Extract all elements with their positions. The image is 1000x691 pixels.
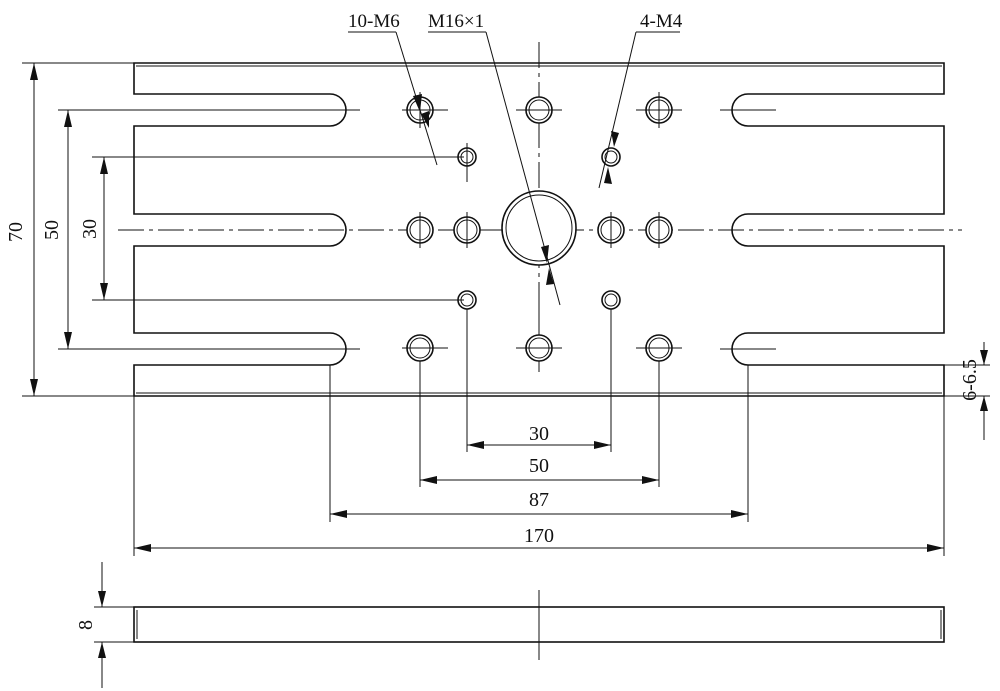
dim-holes-30 <box>466 309 612 452</box>
m6-hole <box>516 96 562 124</box>
dim-overall-170-label: 170 <box>524 525 554 547</box>
m6-hole <box>453 212 481 248</box>
callout-m16-label: M16×1 <box>428 11 484 32</box>
callout-m6-label: 10-M6 <box>348 11 400 32</box>
callout-m4 <box>598 31 680 189</box>
m6-hole <box>402 334 448 362</box>
callout-m6 <box>348 31 438 166</box>
m6-hole <box>636 92 682 128</box>
m6-hole <box>402 92 448 128</box>
dim-30-vertical <box>92 156 464 301</box>
dim-holes-50-label: 50 <box>529 455 549 477</box>
m4-hole <box>457 143 477 182</box>
m6-hole <box>645 212 673 248</box>
dim-holes-30-label: 30 <box>529 423 549 445</box>
callout-m16 <box>428 31 561 306</box>
dim-holes-50 <box>419 361 660 487</box>
side-view <box>133 590 945 660</box>
m4-hole <box>601 147 621 167</box>
dim-slots-87 <box>329 365 749 522</box>
dim-thickness-label: 8 <box>75 620 97 630</box>
callout-m4-label: 4-M4 <box>640 11 683 32</box>
dim-50-label: 50 <box>41 220 63 240</box>
m6-hole <box>516 334 562 362</box>
m6-hole <box>406 212 434 248</box>
dim-50 <box>58 109 332 350</box>
dim-slot-width <box>944 342 990 440</box>
m6-hole <box>597 212 625 248</box>
dim-70 <box>22 62 134 397</box>
dim-thickness <box>94 562 134 688</box>
m4-hole <box>601 290 621 310</box>
m6-hole <box>636 334 682 362</box>
dim-slot-width-label: 6-6.5 <box>959 359 981 401</box>
dim-slots-87-label: 87 <box>529 489 549 511</box>
dim-70-label: 70 <box>5 222 27 242</box>
dim-30-vertical-label: 30 <box>79 219 101 239</box>
dim-overall-170 <box>133 396 945 556</box>
